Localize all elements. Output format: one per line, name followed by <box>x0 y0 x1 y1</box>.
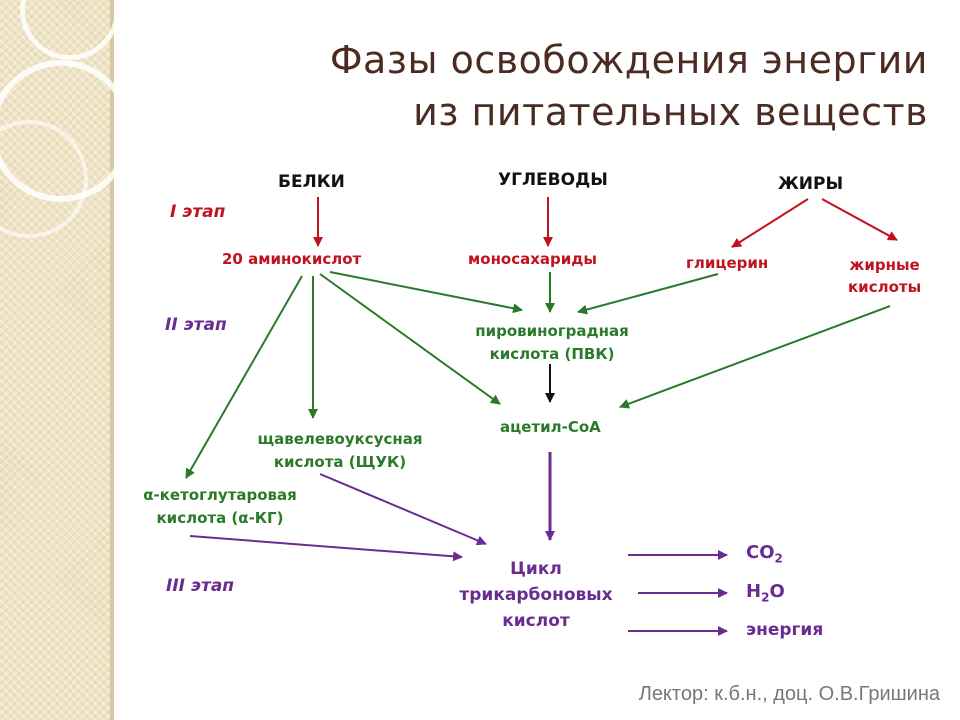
arrow-amino-to-ketoglutarate <box>185 275 303 479</box>
source-carbs: УГЛЕВОДЫ <box>498 170 608 190</box>
lecturer-footer: Лектор: к.б.н., доц. О.В.Гришина <box>638 683 940 705</box>
output-energy: энергия <box>746 620 824 640</box>
fatty-acids-line-2: кислоты <box>848 278 922 296</box>
arrow-amino-to-acetyl <box>319 273 501 405</box>
source-proteins: БЕЛКИ <box>278 172 345 192</box>
stage-iii-label: III этап <box>166 576 235 596</box>
pyruvate-label: пировиноградная кислота (ПВК) <box>464 320 640 366</box>
arrow-oxaloacetate-to-cycle <box>319 473 487 546</box>
side-strip-edge <box>110 0 114 720</box>
fatty-acids-label: жирные кислоты <box>848 254 921 298</box>
glycerol-label: глицерин <box>686 254 769 272</box>
slide-title: Фазы освобождения энергии из питательных… <box>228 34 928 138</box>
tca-cycle-line-2: трикарбоновых <box>459 585 613 605</box>
pyruvate-line-2: кислота (ПВК) <box>489 345 615 363</box>
fatty-acids-line-1: жирные <box>849 256 920 274</box>
oxaloacetate-line-2: кислота (ЩУК) <box>273 453 407 471</box>
stage-ii-label: II этап <box>165 315 227 335</box>
oxaloacetate-line-1: щавелевоуксусная <box>257 430 423 448</box>
title-line-2: из питательных веществ <box>413 90 928 134</box>
title-line-1: Фазы освобождения энергии <box>329 38 928 82</box>
ketoglutarate-line-1: α-кетоглутаровая <box>143 486 297 504</box>
arrow-fats-to-glycerol <box>731 198 809 248</box>
oxaloacetate-label: щавелевоуксусная кислота (ЩУК) <box>240 428 440 474</box>
output-h2o: H2O <box>746 581 785 605</box>
amino-acids-label: 20 аминокислот <box>222 250 362 268</box>
source-fats: ЖИРЫ <box>778 174 844 194</box>
h2o-main-o: O <box>769 581 785 602</box>
tca-cycle-line-3: кислот <box>502 611 570 631</box>
ketoglutarate-line-2: кислота (α-КГ) <box>156 509 284 527</box>
arrow-fats-to-fatty-acids <box>821 198 898 241</box>
arrow-fatty-acids-to-acetyl <box>619 305 891 409</box>
tca-cycle-label: Цикл трикарбоновых кислот <box>438 556 634 634</box>
arrow-amino-to-pyruvate <box>329 271 523 314</box>
tca-cycle-line-1: Цикл <box>510 559 562 579</box>
arrow-ketoglutarate-to-cycle <box>189 535 463 562</box>
acetyl-coa-label: ацетил-СоА <box>500 418 601 436</box>
arrow-glycerol-to-pyruvate <box>577 273 719 315</box>
stage-i-label: I этап <box>170 202 226 222</box>
output-co2: CO2 <box>746 542 783 566</box>
decorative-ring-bottom <box>0 120 88 238</box>
co2-main: CO <box>746 542 775 563</box>
h2o-subscript: 2 <box>761 590 770 605</box>
h2o-main-h: H <box>746 581 762 602</box>
pyruvate-line-1: пировиноградная <box>475 322 629 340</box>
ketoglutarate-label: α-кетоглутаровая кислота (α-КГ) <box>128 484 312 530</box>
co2-subscript: 2 <box>774 551 783 566</box>
monosaccharides-label: моносахариды <box>468 250 597 268</box>
